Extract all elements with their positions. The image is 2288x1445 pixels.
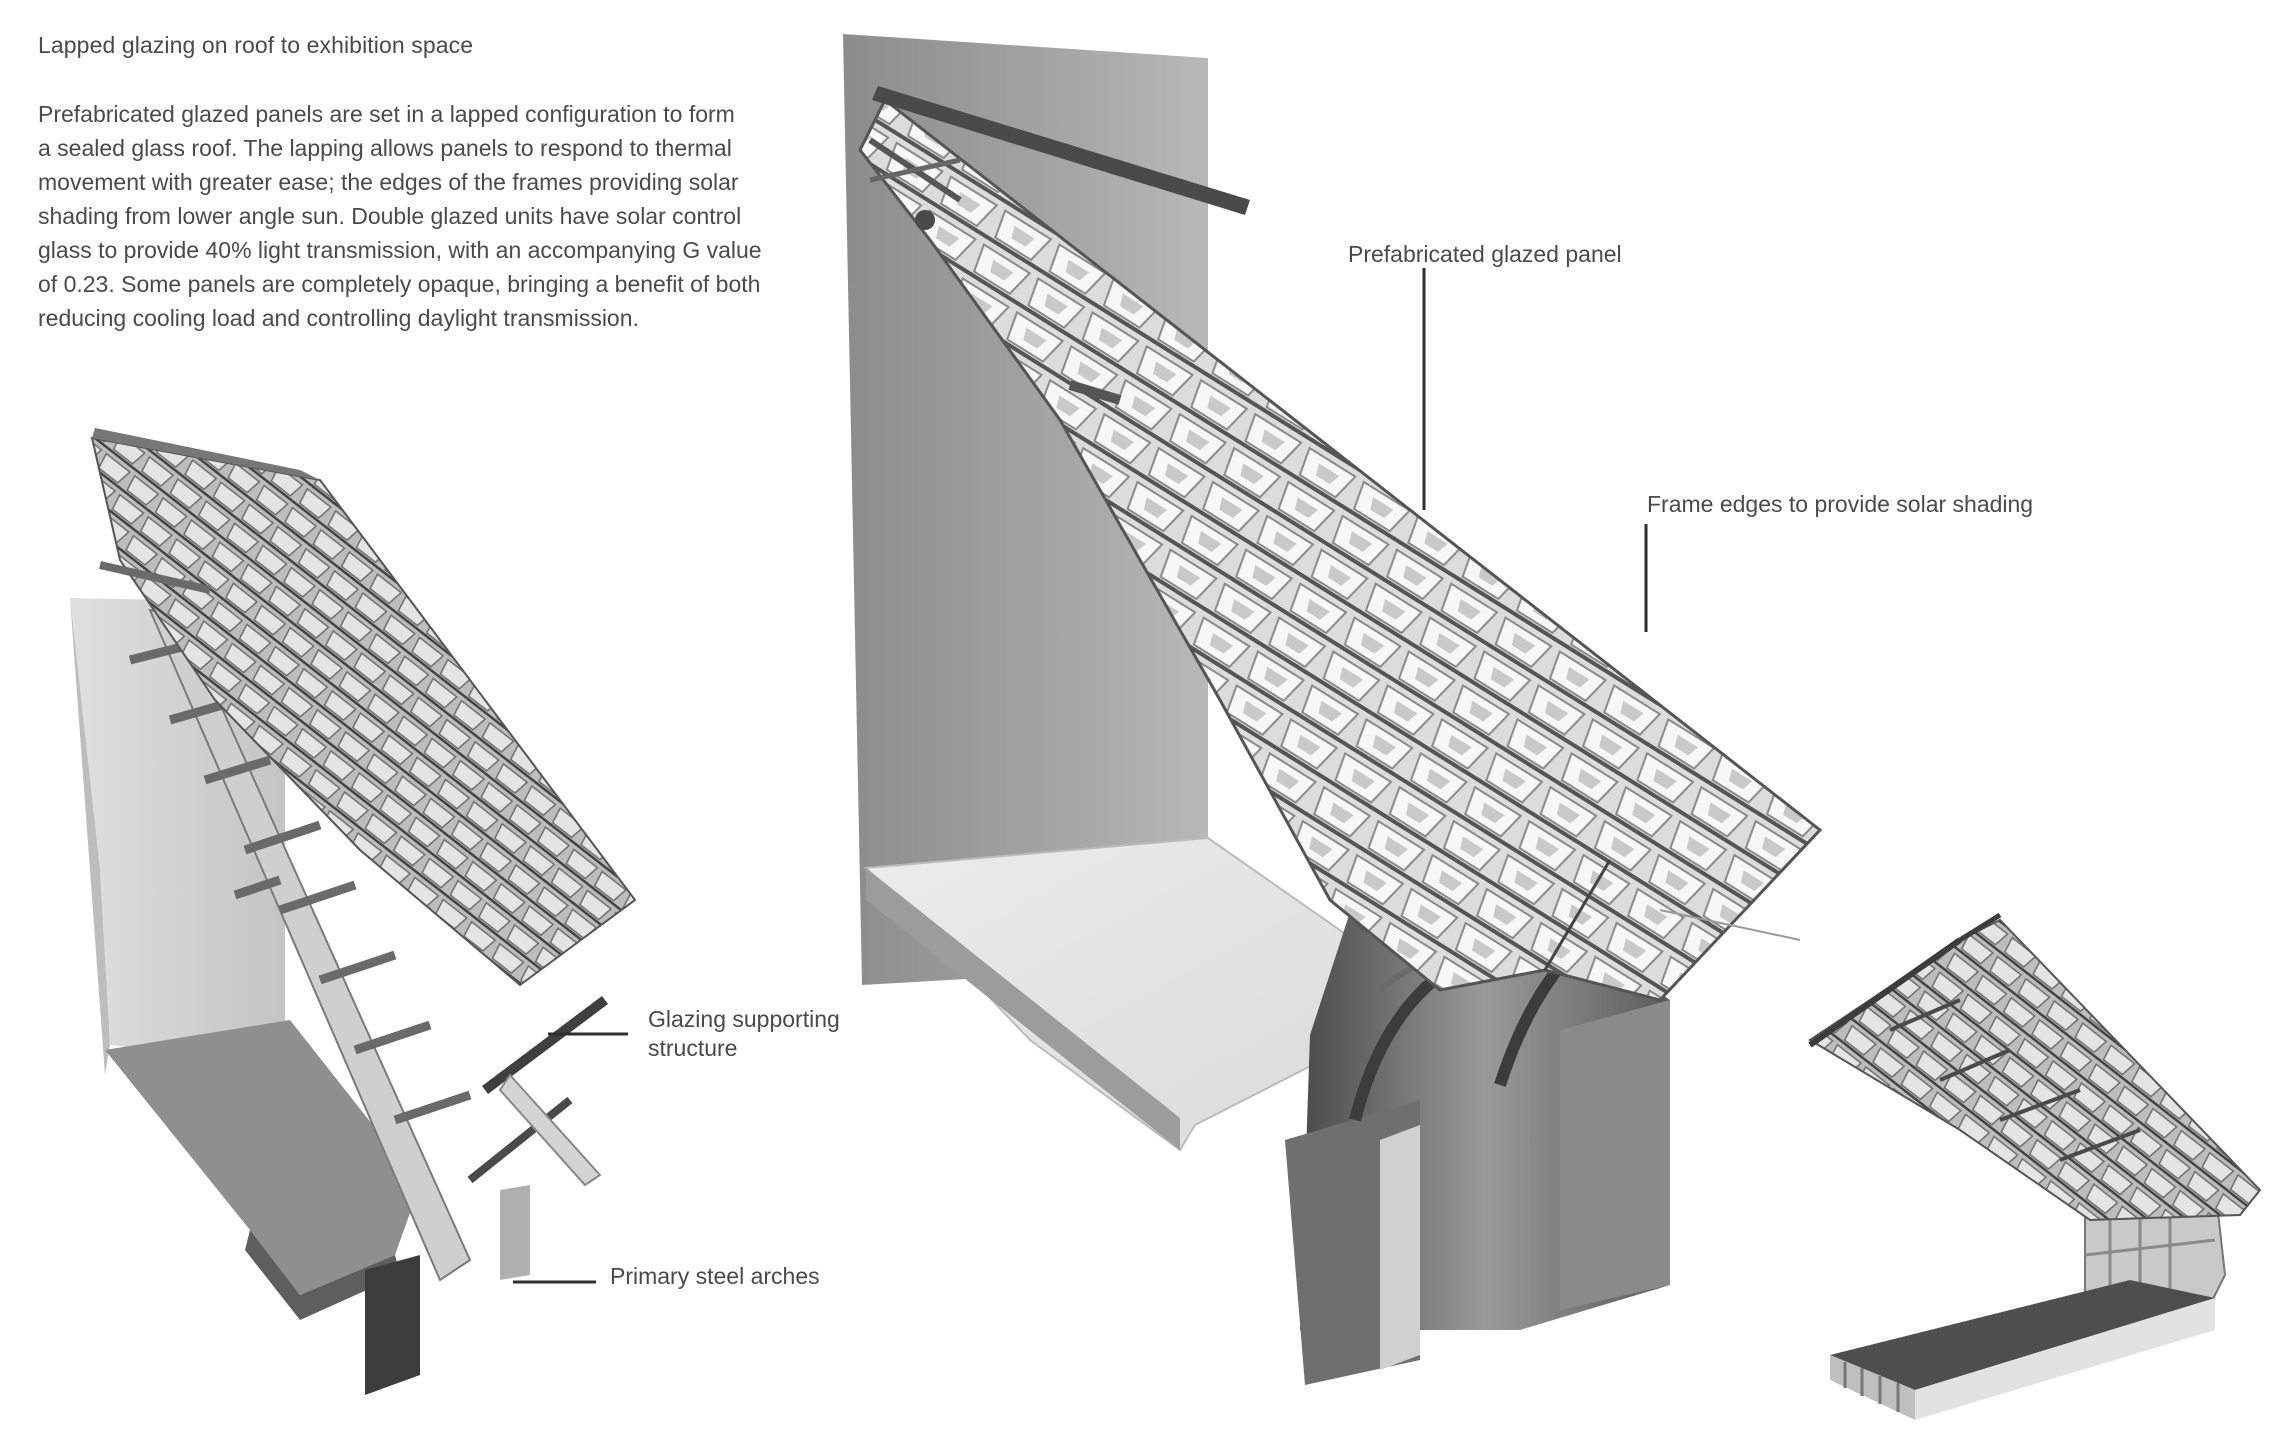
label-glazing-support-line1: Glazing supporting bbox=[648, 1006, 840, 1032]
description-line: movement with greater ease; the edges of… bbox=[38, 169, 739, 195]
label-prefab-panel: Prefabricated glazed panel bbox=[1348, 241, 1622, 267]
label-glazing-support-line2: structure bbox=[648, 1035, 738, 1061]
central-roof-section bbox=[843, 34, 1823, 1385]
description-line: shading from lower angle sun. Double gla… bbox=[38, 203, 742, 229]
description-line: a sealed glass roof. The lapping allows … bbox=[38, 135, 732, 161]
right-roof-section bbox=[1808, 912, 2262, 1420]
description-line: glass to provide 40% light transmission,… bbox=[38, 237, 762, 263]
description-line: Prefabricated glazed panels are set in a… bbox=[38, 101, 735, 127]
description-line: of 0.23. Some panels are completely opaq… bbox=[38, 271, 761, 297]
left-roof-section bbox=[70, 428, 637, 1395]
label-primary-arches: Primary steel arches bbox=[610, 1263, 820, 1289]
description-line: reducing cooling load and controlling da… bbox=[38, 305, 639, 331]
label-glazing-support: Glazing supporting structure bbox=[648, 1005, 840, 1063]
page-title: Lapped glazing on roof to exhibition spa… bbox=[38, 32, 474, 58]
label-frame-edges: Frame edges to provide solar shading bbox=[1647, 491, 2034, 517]
description-paragraph: Prefabricated glazed panels are set in a… bbox=[38, 97, 798, 335]
